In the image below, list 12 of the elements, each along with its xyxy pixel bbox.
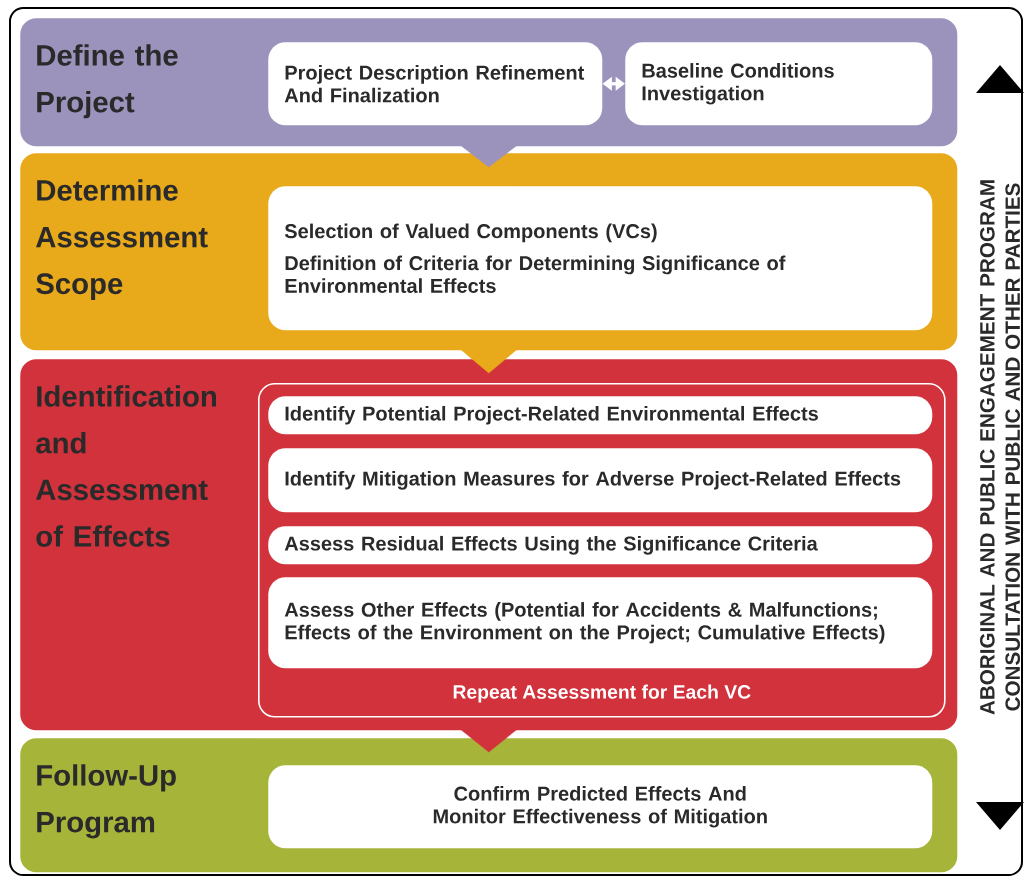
- chevron-arrow: [460, 145, 518, 168]
- side-label: ABORIGINAL AND PUBLIC ENGAGEMENT PROGRAM CONSULTATION WITH PUBLIC AND OTHER PARTIES: [980, 180, 1020, 715]
- step-box: Confirm Predicted Effects And Monitor Effectiveness of Mitigation: [268, 765, 933, 849]
- step-box: Assess Other Effects (Potential for Accidents & Malfunctions; Effects of the Environment on the Project; Cumulative Effects): [268, 577, 933, 669]
- step-box: Identify Mitigation Measures for Adverse Project-Related Effects: [268, 448, 933, 513]
- step-box: Project Description Refinement And Finalization: [268, 42, 603, 126]
- chevron-arrow: [460, 349, 518, 374]
- step-box: Selection of Valued Components (VCs) Definition of Criteria for Determining Significance of Environmental Effects: [268, 186, 933, 331]
- step-box: Identify Potential Project-Related Environmental Effects: [268, 396, 933, 435]
- step-box: Assess Residual Effects Using the Significance Criteria: [268, 526, 933, 565]
- chevron-arrow: [460, 729, 518, 753]
- step-box: Baseline Conditions Investigation: [625, 42, 933, 126]
